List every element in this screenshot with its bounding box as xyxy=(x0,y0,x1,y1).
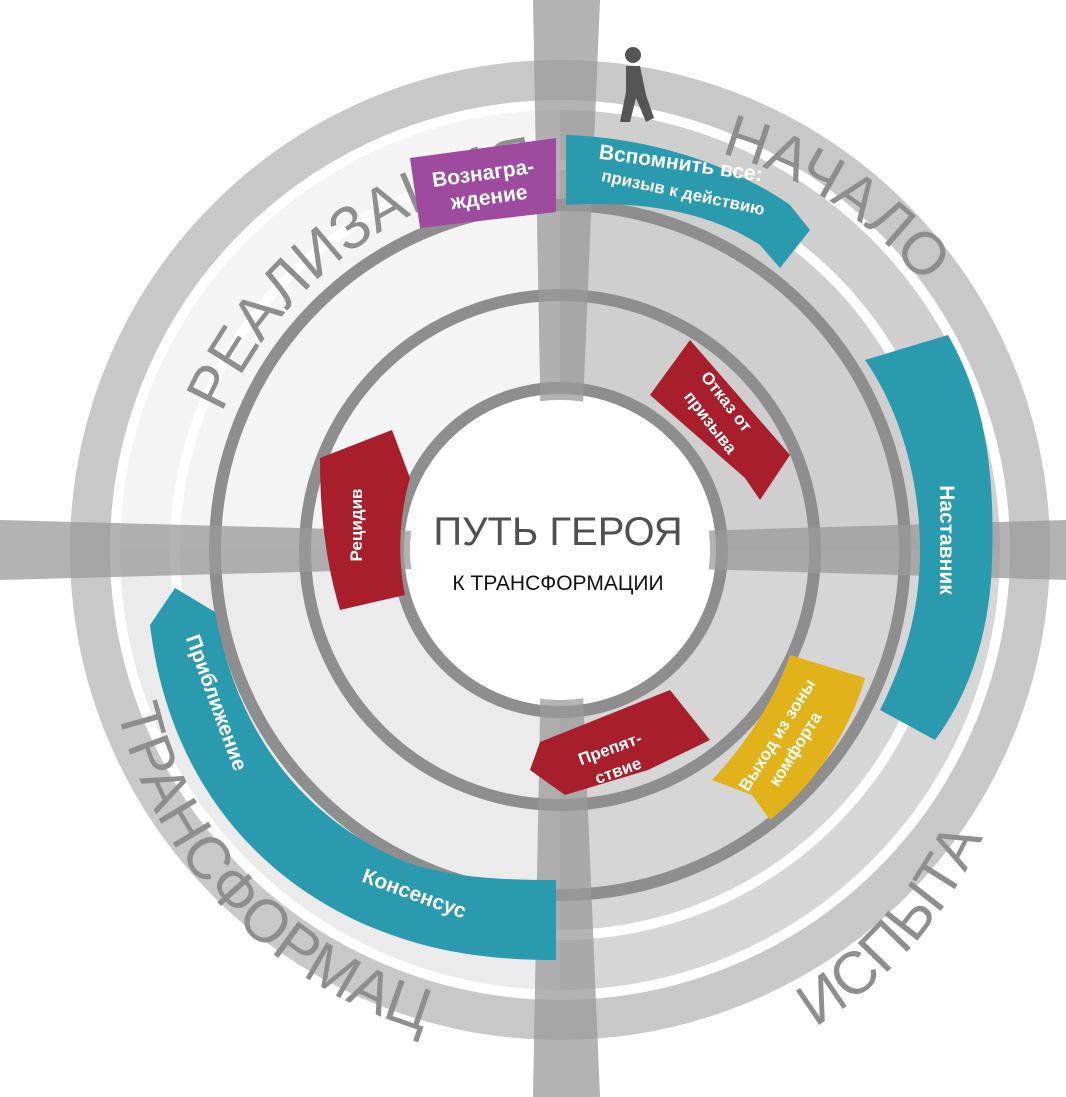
segment-mentor: Наставник xyxy=(865,335,993,740)
walking-man-icon xyxy=(620,47,654,122)
segment-relapse-label: Рецидив xyxy=(347,489,366,562)
segment-call: Вспомнить все: призыв к действию xyxy=(566,135,810,268)
segment-refusal: Отказ от призыва xyxy=(650,340,790,500)
segment-relapse: Рецидив xyxy=(320,430,410,610)
segment-mentor-label: Наставник xyxy=(935,485,958,595)
center-title: ПУТЬ ГЕРОЯ xyxy=(433,510,682,554)
center-subtitle: К ТРАНСФОРМАЦИИ xyxy=(452,572,663,595)
segment-reward: Вознагра- ждение xyxy=(410,138,556,228)
center-hub: ПУТЬ ГЕРОЯ К ТРАНСФОРМАЦИИ xyxy=(433,510,682,595)
